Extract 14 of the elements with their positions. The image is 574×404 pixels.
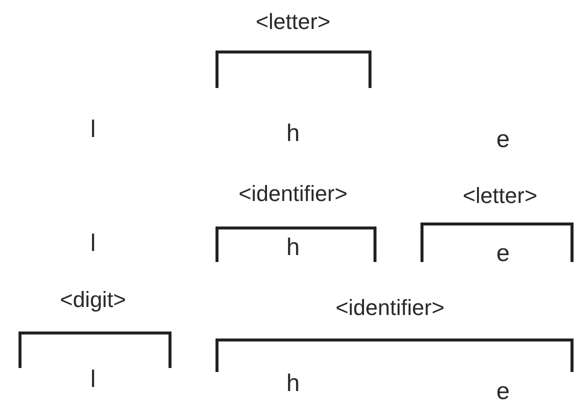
bracket-label: <letter> [256, 11, 330, 33]
character: h [286, 122, 300, 146]
bracket-label: <letter> [462, 185, 538, 207]
character: l [90, 232, 96, 256]
character: h [286, 236, 300, 260]
character: h [286, 372, 300, 396]
bracket-label: <identifier> [238, 183, 348, 205]
bracket-label: <identifier> [336, 297, 444, 319]
character: l [90, 368, 96, 392]
character: e [496, 242, 510, 266]
character: e [496, 380, 510, 404]
character: l [90, 118, 96, 142]
character: e [496, 128, 510, 152]
bracket-label: <digit> [60, 289, 126, 311]
